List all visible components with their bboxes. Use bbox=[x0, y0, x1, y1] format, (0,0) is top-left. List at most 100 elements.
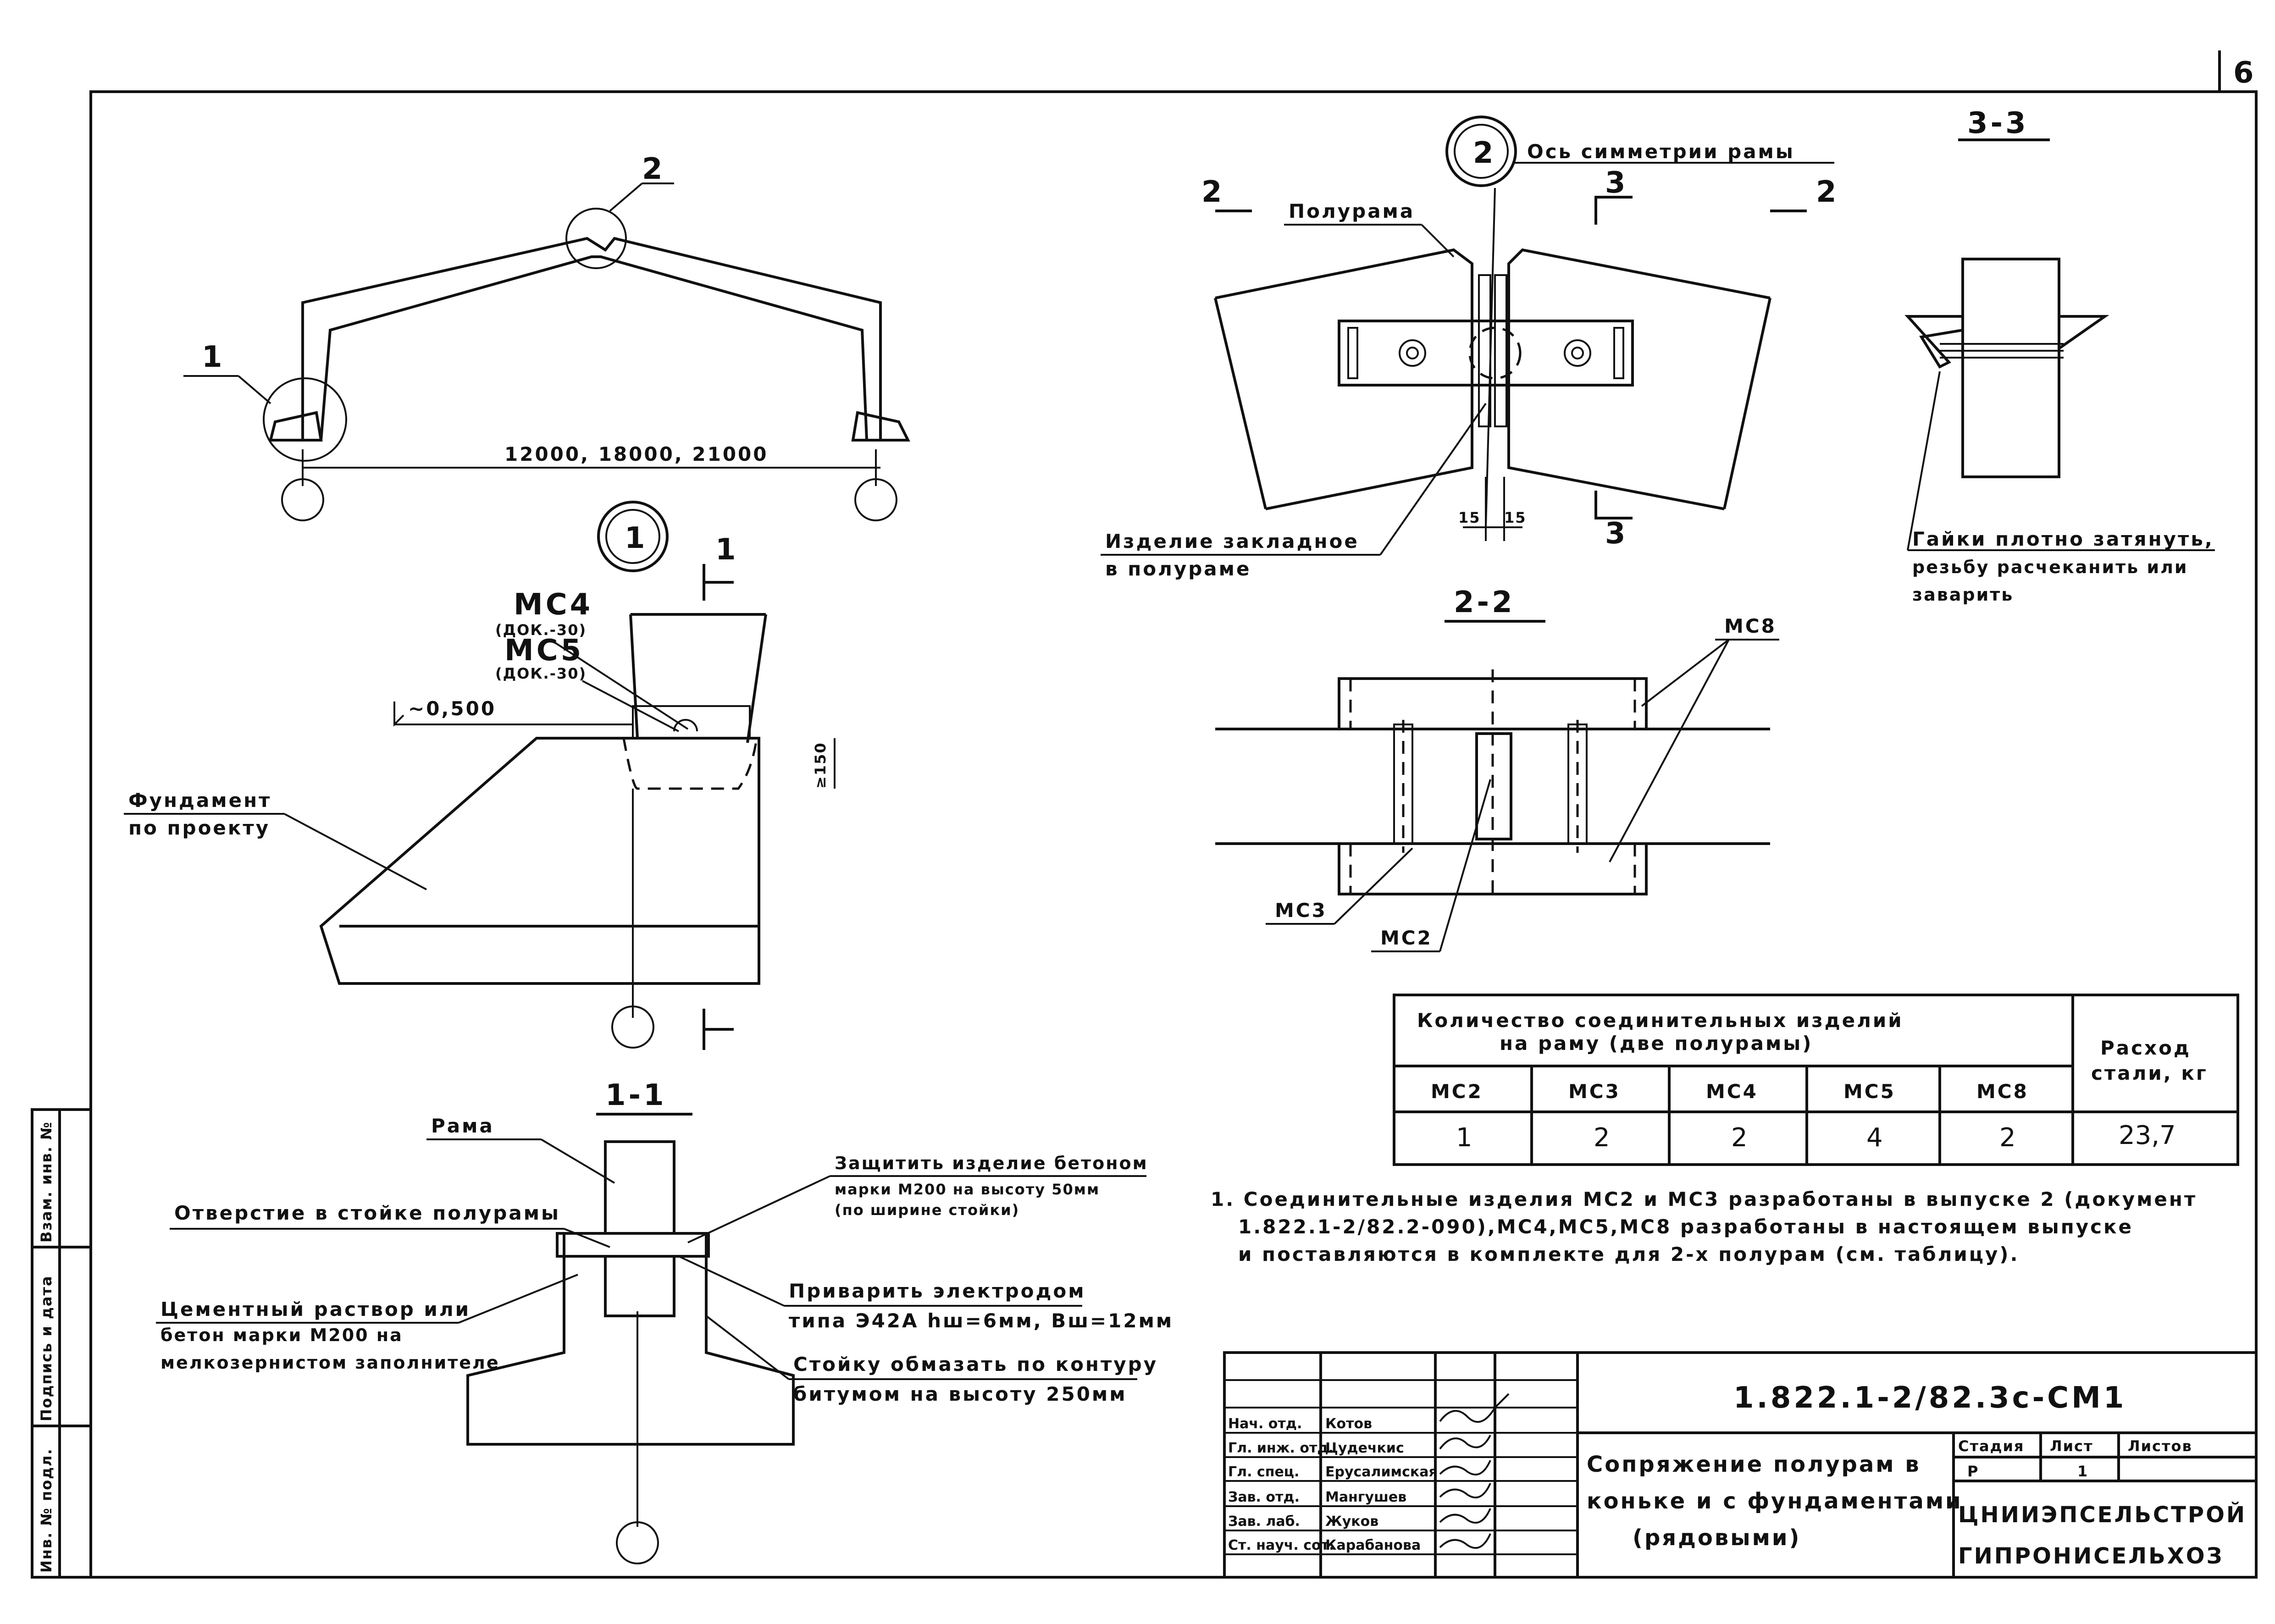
title-stage-label: Стадия bbox=[1958, 1437, 2024, 1455]
section11-protect-1: Защитить изделие бетоном bbox=[835, 1153, 1148, 1173]
title-org-1: ЦНИИЭПСЕЛЬСТРОЙ bbox=[1958, 1502, 2247, 1528]
table-header-2: на раму (две полурамы) bbox=[1500, 1032, 1813, 1055]
table-val-mc3: 2 bbox=[1594, 1123, 1610, 1153]
title-sheet: 1 bbox=[2077, 1463, 2088, 1480]
node1-detail: 1 1 ~0,500 ≥150 МС4 (ДОК.-30) МС5 (ДОК.-… bbox=[124, 501, 836, 1050]
table-col-mc3: МС3 bbox=[1568, 1080, 1621, 1103]
section11-bitumen-2: битумом на высоту 250мм bbox=[793, 1383, 1127, 1405]
table-col-mc4: МС4 bbox=[1706, 1080, 1758, 1103]
node1-mc4-doc: (ДОК.-30) bbox=[495, 621, 587, 639]
section11: 1-1 Рама Отверстие в стойке полурамы Защ… bbox=[156, 1078, 1173, 1564]
section33-title: 3-3 bbox=[1967, 106, 2029, 140]
title-code: 1.822.1-2/82.3с-СМ1 bbox=[1733, 1381, 2126, 1415]
node2-half-frame: Полурама bbox=[1289, 200, 1415, 222]
table-steel-1: Расход bbox=[2100, 1037, 2191, 1059]
role-1: Нач. отд. bbox=[1228, 1416, 1302, 1432]
page-number: 6 bbox=[2233, 56, 2257, 90]
name-1: Котов bbox=[1325, 1416, 1372, 1432]
node1-foundation-1: Фундамент bbox=[128, 789, 272, 812]
section11-mortar-3: мелкозернистом заполнителе bbox=[161, 1353, 500, 1373]
table-col-mc5: МС5 bbox=[1843, 1080, 1896, 1103]
table-header-1: Количество соединительных изделий bbox=[1417, 1009, 1904, 1032]
node2-cut2-left: 2 bbox=[1201, 175, 1225, 209]
section11-weld-2: типа Э42А hш=6мм, Вш=12мм bbox=[789, 1309, 1173, 1332]
section33-note-1: Гайки плотно затянуть, bbox=[1912, 528, 2214, 550]
section11-weld-1: Приварить электродом bbox=[789, 1280, 1086, 1302]
role-5: Зав. лаб. bbox=[1228, 1514, 1300, 1530]
section11-bitumen-1: Стойку обмазать по контуру bbox=[793, 1353, 1158, 1375]
node1-mc5-label: МС5 bbox=[504, 634, 584, 668]
role-4: Зав. отд. bbox=[1228, 1489, 1300, 1505]
title-sheets-label: Листов bbox=[2128, 1437, 2192, 1455]
section33-note-2: резьбу расчеканить или bbox=[1912, 557, 2188, 577]
name-4: Мангушев bbox=[1325, 1489, 1406, 1505]
table-val-mc4: 2 bbox=[1731, 1123, 1748, 1153]
note-line-1: 1. Соединительные изделия МС2 и МС3 разр… bbox=[1211, 1188, 2197, 1210]
node1-dim150: ≥150 bbox=[812, 742, 829, 789]
span-dimension: 12000, 18000, 21000 bbox=[504, 443, 769, 465]
role-2: Гл. инж. отд. bbox=[1228, 1440, 1334, 1456]
section11-protect-2: марки М200 на высоту 50мм bbox=[835, 1181, 1100, 1198]
sheet-frame bbox=[89, 90, 2258, 1579]
node1-mc4-label: МС4 bbox=[514, 588, 593, 622]
role-6: Ст. науч. сот. bbox=[1228, 1537, 1334, 1553]
table-val-mc5: 4 bbox=[1866, 1123, 1883, 1153]
node1-section-mark: 1 bbox=[715, 533, 739, 567]
node1-marker: 1 bbox=[625, 521, 648, 555]
section33: 3-3 Гайки плотно затянуть, резьбу расчек… bbox=[1904, 106, 2215, 605]
name-3: Ерусалимская bbox=[1325, 1464, 1438, 1480]
title-name-2: коньке и с фундаментами bbox=[1587, 1488, 1963, 1514]
elevation-marker-2: 2 bbox=[642, 152, 665, 186]
section11-axis-bubble bbox=[616, 1521, 659, 1564]
name-2: Цудечкис bbox=[1325, 1440, 1404, 1456]
section11-protect-3: (по ширине стойки) bbox=[835, 1201, 1019, 1219]
stamp-sign-date: Подпись и дата bbox=[38, 1275, 55, 1421]
node2-dim-a: 15 bbox=[1458, 509, 1481, 526]
section11-title: 1-1 bbox=[605, 1078, 667, 1112]
section22-title: 2-2 bbox=[1454, 586, 1515, 619]
quantity-table: Количество соединительных изделий на рам… bbox=[1393, 994, 2239, 1166]
section11-hole: Отверстие в стойке полурамы bbox=[174, 1202, 560, 1224]
node2-dim-b: 15 bbox=[1504, 509, 1527, 526]
table-steel-2: стали, кг bbox=[2091, 1062, 2208, 1084]
node2-callout-circle bbox=[565, 208, 627, 269]
node1-foundation-2: по проекту bbox=[128, 817, 270, 839]
title-sheet-label: Лист bbox=[2050, 1437, 2093, 1455]
node2-cut3-top: 3 bbox=[1605, 166, 1628, 200]
section22: 2-2 МС8 МС3 МС2 bbox=[1215, 586, 1779, 952]
node1-level: ~0,500 bbox=[408, 697, 496, 720]
node2-embedded-2: в полураме bbox=[1105, 558, 1251, 580]
node2-marker: 2 bbox=[1473, 136, 1496, 170]
signatures bbox=[1439, 1393, 1510, 1549]
axis-bubble-left bbox=[281, 478, 324, 521]
node1-callout-circle bbox=[263, 377, 347, 462]
section22-mc3-label: МС3 bbox=[1275, 899, 1327, 922]
section22-mc2-label: МС2 bbox=[1380, 927, 1433, 949]
notes: 1. Соединительные изделия МС2 и МС3 разр… bbox=[1211, 1188, 2197, 1265]
node1-mc5-doc: (ДОК.-30) bbox=[495, 665, 587, 682]
table-col-mc2: МС2 bbox=[1431, 1080, 1483, 1103]
node2-cut2-right: 2 bbox=[1816, 175, 1839, 209]
title-stage: Р bbox=[1967, 1463, 1979, 1480]
table-val-mc2: 1 bbox=[1456, 1123, 1472, 1153]
elevation-marker-1: 1 bbox=[202, 340, 225, 374]
title-name-1: Сопряжение полурам в bbox=[1587, 1452, 1921, 1477]
section11-mortar-1: Цементный раствор или bbox=[161, 1298, 470, 1320]
section11-mortar-2: бетон марки М200 на bbox=[161, 1325, 403, 1345]
name-5: Жуков bbox=[1325, 1514, 1378, 1530]
table-val-mc8: 2 bbox=[1999, 1123, 2016, 1153]
table-steel-value: 23,7 bbox=[2119, 1121, 2176, 1150]
side-stamp: Инв. № подл. Подпись и дата Взам. инв. № bbox=[31, 1108, 92, 1579]
name-6: Карабанова bbox=[1325, 1537, 1421, 1553]
node2-cut3-bottom: 3 bbox=[1605, 517, 1628, 551]
title-block: 1.822.1-2/82.3с-СМ1 Сопряжение полурам в… bbox=[1223, 1351, 2258, 1579]
note-line-3: и поставляются в комплекте для 2-х полур… bbox=[1238, 1243, 2019, 1265]
stamp-vzam: Взам. инв. № bbox=[38, 1121, 55, 1243]
frame-elevation: 2 1 12000, 18000, 21000 bbox=[183, 152, 910, 521]
stamp-inv-podl: Инв. № подл. bbox=[38, 1448, 55, 1573]
section33-note-3: заварить bbox=[1912, 585, 2014, 605]
node2-detail: 2 Ось симметрии рамы 2 2 3 Полурама 15 1… bbox=[1101, 116, 1839, 580]
section11-frame: Рама bbox=[431, 1115, 494, 1137]
axis-bubble-right bbox=[854, 478, 897, 521]
